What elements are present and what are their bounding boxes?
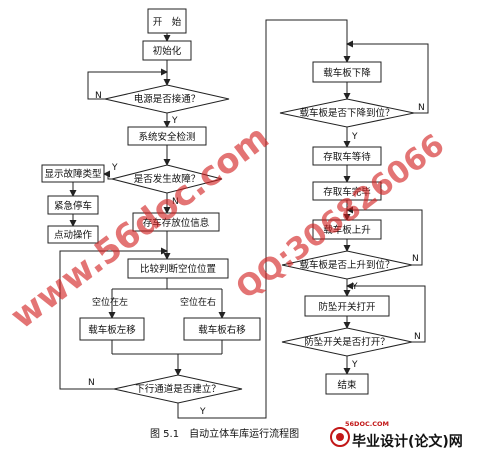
emergency-stop-node: 紧急停车 bbox=[47, 195, 99, 215]
edge-down-no-loop bbox=[346, 40, 429, 114]
show-fault-node: 显示故障类型 bbox=[41, 164, 105, 183]
plate-right-node: 载车板右移 bbox=[183, 317, 261, 341]
park-done-label: 存取车完毕 bbox=[323, 186, 371, 198]
safety-check-label: 系统安全检测 bbox=[138, 131, 195, 143]
edge-fall-no-loop bbox=[346, 282, 426, 343]
start-node: 开 始 bbox=[147, 8, 187, 34]
init-label: 初始化 bbox=[153, 45, 182, 57]
space-left-label: 空位在左 bbox=[92, 296, 128, 308]
power-yes-label: Y bbox=[171, 116, 178, 126]
jog-op-node: 点动操作 bbox=[47, 225, 99, 244]
fault-no-label: N bbox=[172, 197, 179, 207]
end-node: 结束 bbox=[325, 373, 369, 395]
edge-power-no-loop bbox=[87, 68, 168, 100]
plate-right-label: 载车板右移 bbox=[198, 324, 246, 336]
compare-pos-label: 比较判断空位位置 bbox=[140, 263, 216, 275]
fault-check-decision: 是否发生故障？ bbox=[111, 164, 223, 194]
jog-op-label: 点动操作 bbox=[54, 229, 93, 241]
site-watermark: www.56doc.com bbox=[3, 117, 276, 337]
logo-dot-icon bbox=[336, 433, 344, 441]
init-node: 初始化 bbox=[142, 40, 192, 61]
compare-pos-node: 比较判断空位位置 bbox=[127, 258, 229, 279]
wait-park-node: 存取车等待 bbox=[312, 146, 382, 166]
up-check-label: 载车板是否上升到位？ bbox=[299, 259, 394, 271]
logo-ring-icon bbox=[330, 427, 350, 447]
up-yes-label: Y bbox=[351, 282, 358, 292]
logo-main-text: 毕业设计(论文)网 bbox=[352, 433, 463, 450]
channel-check-label: 下行通道是否建立？ bbox=[135, 383, 221, 395]
plate-down-node: 载车板下降 bbox=[312, 61, 382, 83]
fall-open-node: 防坠开关打开 bbox=[304, 295, 390, 317]
power-check-label: 电源是否接通？ bbox=[134, 93, 201, 105]
park-done-node: 存取车完毕 bbox=[312, 181, 382, 201]
channel-check-decision: 下行通道是否建立？ bbox=[113, 374, 243, 404]
plate-left-label: 载车板左移 bbox=[88, 324, 136, 336]
up-check-decision: 载车板是否上升到位？ bbox=[281, 250, 413, 280]
channel-yes-label: Y bbox=[199, 407, 206, 417]
logo-site-text: 56DOC.COM bbox=[345, 420, 389, 428]
fall-open-label: 防坠开关打开 bbox=[318, 301, 376, 313]
emergency-stop-label: 紧急停车 bbox=[54, 200, 92, 212]
end-label: 结束 bbox=[337, 379, 357, 391]
fall-check-decision: 防坠开关是否打开？ bbox=[281, 327, 413, 357]
wait-park-label: 存取车等待 bbox=[323, 151, 371, 163]
site-logo: 56DOC.COM 毕业设计(论文)网 bbox=[330, 420, 463, 450]
edges-right-column bbox=[343, 40, 429, 375]
plate-left-node: 载车板左移 bbox=[79, 317, 145, 341]
up-no-label: N bbox=[412, 254, 419, 264]
show-fault-label: 显示故障类型 bbox=[44, 168, 102, 180]
figure-caption: 图 5.1 自动立体车库运行流程图 bbox=[150, 427, 299, 440]
down-check-decision: 载车板是否下降到位？ bbox=[279, 98, 415, 128]
fall-check-label: 防坠开关是否打开？ bbox=[304, 336, 390, 348]
power-no-label: N bbox=[95, 91, 102, 101]
channel-no-label: N bbox=[88, 378, 95, 388]
edge-channel-no-loop bbox=[59, 247, 168, 390]
plate-up-label: 载车板上升 bbox=[323, 224, 371, 236]
down-no-label: N bbox=[418, 103, 425, 113]
branch-labels: N Y Y N N Y N Y N Y N Y bbox=[88, 91, 425, 417]
fall-no-label: N bbox=[414, 332, 421, 342]
space-right-label: 空位在右 bbox=[180, 296, 216, 308]
edge-up-no-loop bbox=[346, 206, 423, 266]
start-label: 开 始 bbox=[153, 16, 182, 28]
power-check-decision: 电源是否接通？ bbox=[104, 84, 230, 114]
down-yes-label: Y bbox=[351, 132, 358, 142]
plate-down-label: 载车板下降 bbox=[323, 67, 371, 79]
store-info-node: 存车存放位信息 bbox=[132, 212, 220, 232]
fault-yes-label: Y bbox=[111, 163, 118, 173]
down-check-label: 载车板是否下降到位？ bbox=[299, 107, 394, 119]
fall-yes-label: Y bbox=[351, 360, 358, 370]
store-info-label: 存车存放位信息 bbox=[143, 217, 210, 229]
safety-check-node: 系统安全检测 bbox=[127, 126, 207, 146]
fault-check-label: 是否发生故障？ bbox=[134, 173, 201, 185]
edge-channel-yes bbox=[177, 19, 351, 419]
plate-up-node: 载车板上升 bbox=[312, 219, 382, 240]
